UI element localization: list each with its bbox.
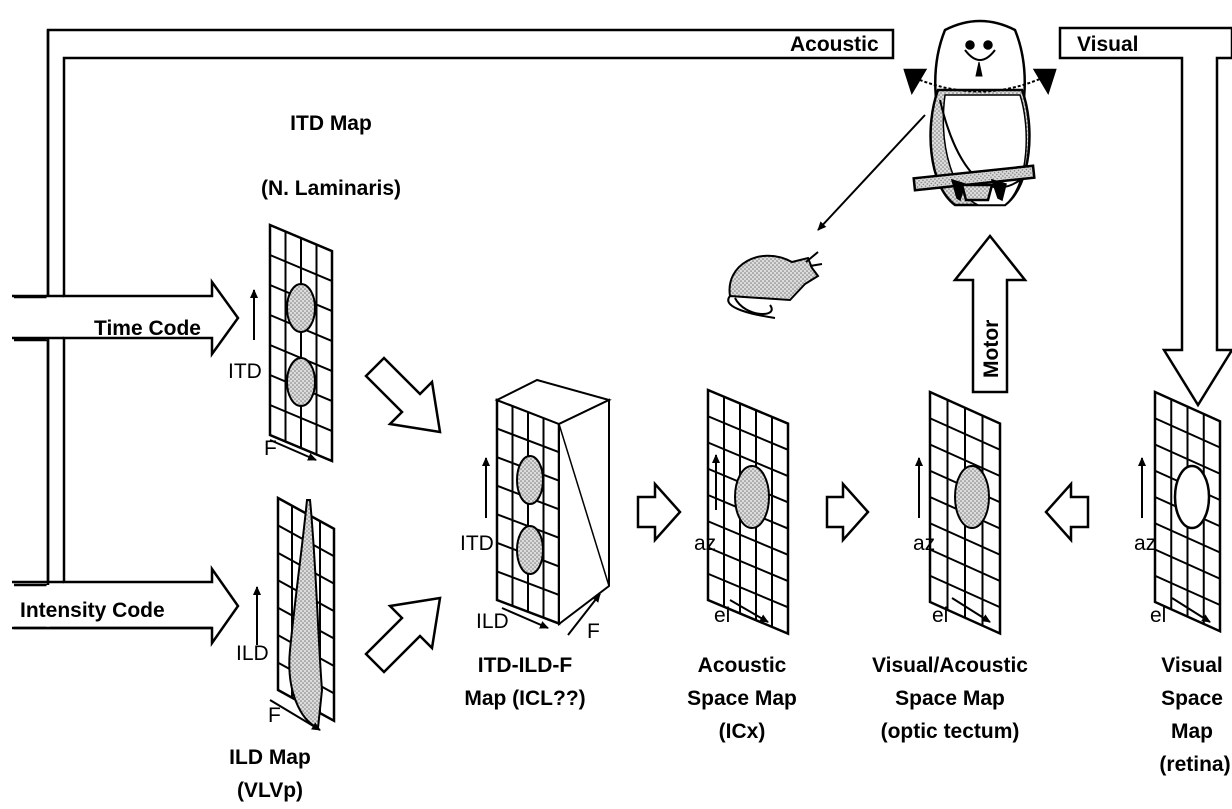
itd-map-response-blob-upper	[286, 283, 316, 333]
visual-label: Visual	[1077, 33, 1138, 56]
grid-line	[929, 522, 1001, 556]
grid-line	[269, 254, 333, 282]
visual-acoustic-space-map-response-blob	[954, 465, 990, 529]
visual-space-map-caption-4: (retina)	[1159, 753, 1230, 776]
visual-space-map-caption-3: Map	[1171, 720, 1213, 743]
visual-space-map-vertical-axis-label: az	[1134, 532, 1156, 555]
acoustic-space-map-caption-2: Space Map	[687, 687, 797, 710]
itd-map-response-blob-lower	[286, 357, 316, 407]
itd-ild-f-map-depth-axis-arrow	[567, 593, 601, 636]
itd-ild-f-map: ITD ILD F ITD-ILD-F Map (ICL??)	[460, 378, 612, 710]
ild-map-caption-1: ILD Map	[229, 746, 311, 769]
acoustic-space-map: az el Acoustic Space Map (ICx)	[687, 388, 797, 743]
visual-space-map-caption-1: Visual	[1161, 654, 1222, 677]
itd-map-title-2: (N. Laminaris)	[261, 177, 401, 200]
visual-space-map-horizontal-axis-label: el	[1150, 604, 1166, 627]
ild-map-vertical-axis-label: ILD	[236, 642, 269, 665]
itd-ild-f-map-grid	[494, 378, 612, 627]
motor-label: Motor	[980, 320, 1003, 378]
acoustic-space-map-caption-3: (ICx)	[719, 720, 766, 743]
itd-to-combined-arrow	[364, 356, 442, 434]
acoustic-space-map-horizontal-axis-arrow	[729, 599, 769, 623]
grid-line	[496, 570, 560, 596]
ild-map-horizontal-axis-arrow	[269, 699, 321, 731]
visual-space-map-caption-2: Space	[1161, 687, 1223, 710]
ild-to-combined-arrow	[364, 596, 442, 674]
ild-map-horizontal-axis-label: F	[268, 704, 281, 727]
grid-line	[929, 548, 1001, 582]
visual-acoustic-space-map: az el Visual/Acoustic Space Map (optic t…	[872, 390, 1028, 743]
owl-icon	[903, 19, 1057, 207]
grid-line	[929, 443, 1001, 477]
grid-line	[269, 404, 333, 432]
mouse-icon	[727, 251, 823, 319]
visual-pathway-arrow	[1058, 26, 1232, 408]
motor-arrow	[952, 233, 1028, 394]
box-side-face	[558, 398, 610, 627]
ild-map-caption-2: (VLVp)	[237, 779, 303, 802]
grid-line	[707, 520, 789, 556]
grid-line	[1154, 443, 1221, 475]
visual-acoustic-space-map-horizontal-axis-label: el	[932, 604, 948, 627]
itd-map-grid	[268, 223, 334, 463]
itd-ild-f-map-response-blob-lower	[516, 525, 544, 575]
visual-acoustic-space-map-caption-2: Space Map	[895, 687, 1005, 710]
grid-line	[707, 441, 789, 478]
itd-map-horizontal-axis-arrow	[269, 439, 317, 461]
grid-line	[929, 574, 1001, 609]
itd-map-vertical-axis-label: ITD	[228, 360, 262, 383]
visual-space-map-response-blob	[1173, 464, 1211, 530]
acoustic-space-map-response-blob	[734, 465, 770, 529]
visual-to-visual-acoustic-arrow	[1044, 480, 1090, 544]
acoustic-space-map-vertical-axis-label: az	[694, 532, 716, 555]
grid-line	[707, 546, 789, 583]
visual-acoustic-space-map-horizontal-axis-arrow	[951, 597, 991, 623]
itd-ild-f-map-depth-axis-label: F	[587, 620, 600, 643]
grid-line	[1154, 522, 1221, 554]
grid-line	[1154, 574, 1221, 606]
itd-map-horizontal-axis-label: F	[264, 437, 277, 460]
grid-line	[558, 423, 610, 587]
intensity-code-label: Intensity Code	[20, 599, 165, 622]
combined-to-acoustic-space-arrow	[636, 480, 682, 544]
itd-ild-f-map-caption-2: Map (ICL??)	[464, 687, 585, 710]
ild-map-response-region	[288, 499, 324, 730]
acoustic-to-visual-acoustic-arrow	[825, 480, 870, 544]
itd-map-title-1: ITD Map	[290, 112, 372, 135]
grid-line	[929, 417, 1001, 451]
visual-space-map-horizontal-axis-arrow	[1171, 597, 1211, 623]
visual-acoustic-space-map-caption-1: Visual/Acoustic	[872, 654, 1028, 677]
itd-ild-f-map-horizontal-axis-arrow	[501, 607, 549, 629]
acoustic-label: Acoustic	[790, 33, 879, 56]
grid-line	[496, 427, 560, 454]
ild-map: ILD F ILD Map (VLVp)	[229, 495, 336, 802]
grid-line	[1154, 417, 1221, 449]
grid-line	[1154, 548, 1221, 580]
itd-map: ITD Map (N. Laminaris) ITD F	[228, 112, 401, 463]
grid-line	[707, 572, 789, 609]
itd-ild-f-map-vertical-axis-label: ITD	[460, 532, 494, 555]
itd-ild-f-map-horizontal-axis-label: ILD	[476, 610, 509, 633]
acoustic-space-map-caption-1: Acoustic	[698, 654, 787, 677]
acoustic-space-map-horizontal-axis-label: el	[714, 604, 730, 627]
grid-line	[707, 415, 789, 451]
visual-acoustic-space-map-caption-3: (optic tectum)	[881, 720, 1020, 743]
visual-acoustic-space-map-vertical-axis-label: az	[913, 532, 935, 555]
time-code-label: Time Code	[94, 317, 201, 340]
itd-ild-f-map-response-blob-upper	[516, 455, 544, 505]
owl-to-prey-arrow	[817, 114, 926, 231]
visual-space-map: az el Visual Space Map (retina)	[1134, 390, 1231, 776]
itd-ild-f-map-caption-1: ITD-ILD-F	[478, 654, 573, 677]
